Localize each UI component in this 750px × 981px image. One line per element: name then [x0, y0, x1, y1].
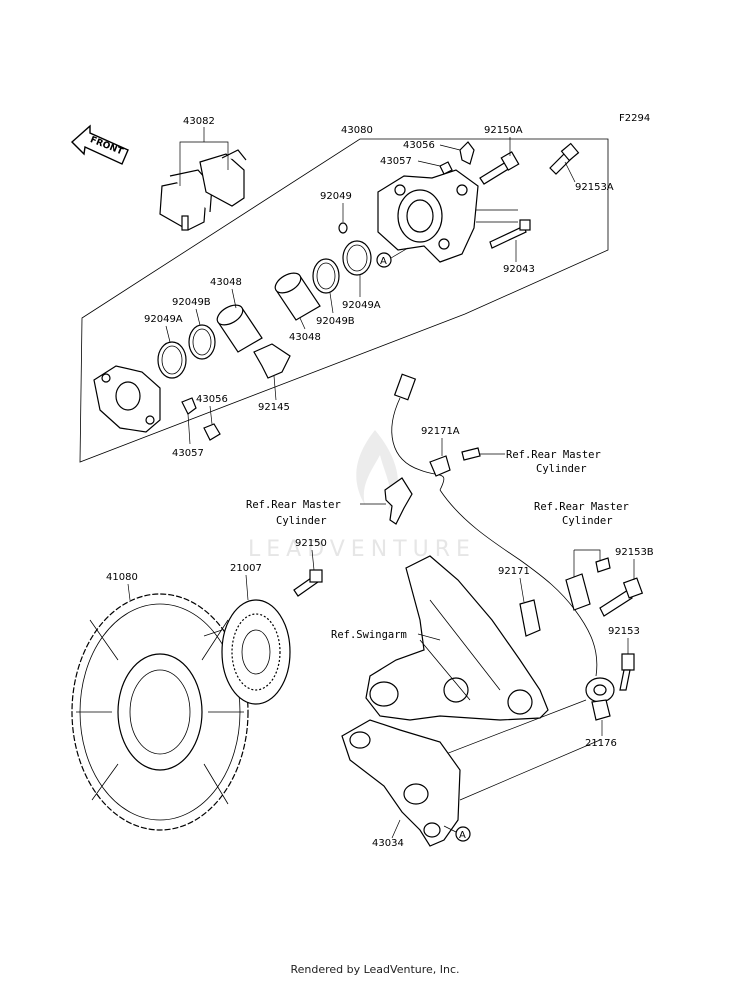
label-92049a-left: 92049A [144, 314, 183, 325]
caliper-half-left [93, 365, 161, 433]
marker-a-bottom-label: A [459, 830, 466, 841]
label-92049b-right: 92049B [316, 316, 355, 327]
ref-master-cylinder-3-line2: Cylinder [562, 515, 613, 527]
label-43048-right: 43048 [289, 332, 321, 343]
abs-sensor-cable [384, 373, 598, 677]
label-41080: 41080 [106, 572, 138, 583]
label-43056-bottom: 43056 [196, 394, 228, 405]
label-92049b-left: 92049B [172, 297, 211, 308]
watermark-text: LEADVENTURE [248, 537, 476, 562]
label-92043: 92043 [503, 264, 535, 275]
label-92150: 92150 [295, 538, 327, 549]
label-43056-top: 43056 [403, 140, 435, 151]
label-92153a: 92153A [575, 182, 614, 193]
ref-master-cylinder-3-line1: Ref.Rear Master [534, 501, 629, 513]
marker-a-top [376, 252, 392, 268]
caliper-bracket-43034 [341, 719, 461, 847]
label-92171a: 92171A [421, 426, 460, 437]
pad-spring-92145 [253, 343, 291, 379]
footer-credit: Rendered by LeadVenture, Inc. [290, 963, 460, 976]
marker-a-top-label: A [380, 256, 387, 267]
ref-master-cylinder-2-line1: Ref.Rear Master [246, 499, 341, 511]
bleed-valve-bottom [203, 423, 221, 441]
piston-43048-right [274, 272, 321, 321]
clamp-bracket [565, 573, 591, 611]
bolt-92150a [479, 151, 520, 185]
label-43034: 43034 [372, 838, 404, 849]
ref-swingarm: Ref.Swingarm [331, 629, 407, 641]
abs-sensor-21176 [585, 677, 615, 721]
label-92049a-right: 92049A [342, 300, 381, 311]
label-43057-top: 43057 [380, 156, 412, 167]
label-43048-left: 43048 [210, 277, 242, 288]
caliper-assembly-box [79, 138, 609, 463]
brake-pads [159, 141, 247, 231]
label-92171: 92171 [498, 566, 530, 577]
bleed-valve-top [459, 141, 475, 165]
ref-master-cylinder-1-line2: Cylinder [536, 463, 587, 475]
label-92153: 92153 [608, 626, 640, 637]
ref-master-cylinder-1-line1: Ref.Rear Master [506, 449, 601, 461]
bolt-92153 [619, 653, 635, 691]
bolt-92171a [461, 447, 481, 461]
dust-seal-small [338, 222, 348, 234]
bolt-92153b [599, 577, 644, 617]
bleed-cap-bottom [181, 397, 197, 415]
bracket-92171 [519, 599, 541, 637]
label-92049: 92049 [320, 191, 352, 202]
bolt-92153a [549, 142, 580, 175]
diagram-code: F2294 [619, 113, 650, 124]
piston-43048-left [216, 304, 263, 353]
front-arrow-icon: FRONT [70, 124, 129, 165]
label-21176: 21176 [585, 738, 617, 749]
label-92150a: 92150A [484, 125, 523, 136]
label-92153b: 92153B [615, 547, 654, 558]
seal-92049a-right [342, 240, 372, 276]
seal-92049a-left [157, 341, 187, 379]
bleed-cap-top [439, 161, 453, 175]
label-92145: 92145 [258, 402, 290, 413]
bolt-92150 [293, 569, 323, 597]
label-43082: 43082 [183, 116, 215, 127]
label-43057-bottom: 43057 [172, 448, 204, 459]
brake-disc-41080 [71, 593, 249, 831]
label-43080: 43080 [341, 125, 373, 136]
pad-pin-92043 [489, 219, 531, 249]
swingarm-ref [365, 555, 549, 721]
caliper-half-right [377, 169, 479, 263]
ref-master-cylinder-2-line2: Cylinder [276, 515, 327, 527]
label-21007: 21007 [230, 563, 262, 574]
abs-rotor-21007 [221, 599, 291, 705]
marker-a-bottom [455, 826, 471, 842]
